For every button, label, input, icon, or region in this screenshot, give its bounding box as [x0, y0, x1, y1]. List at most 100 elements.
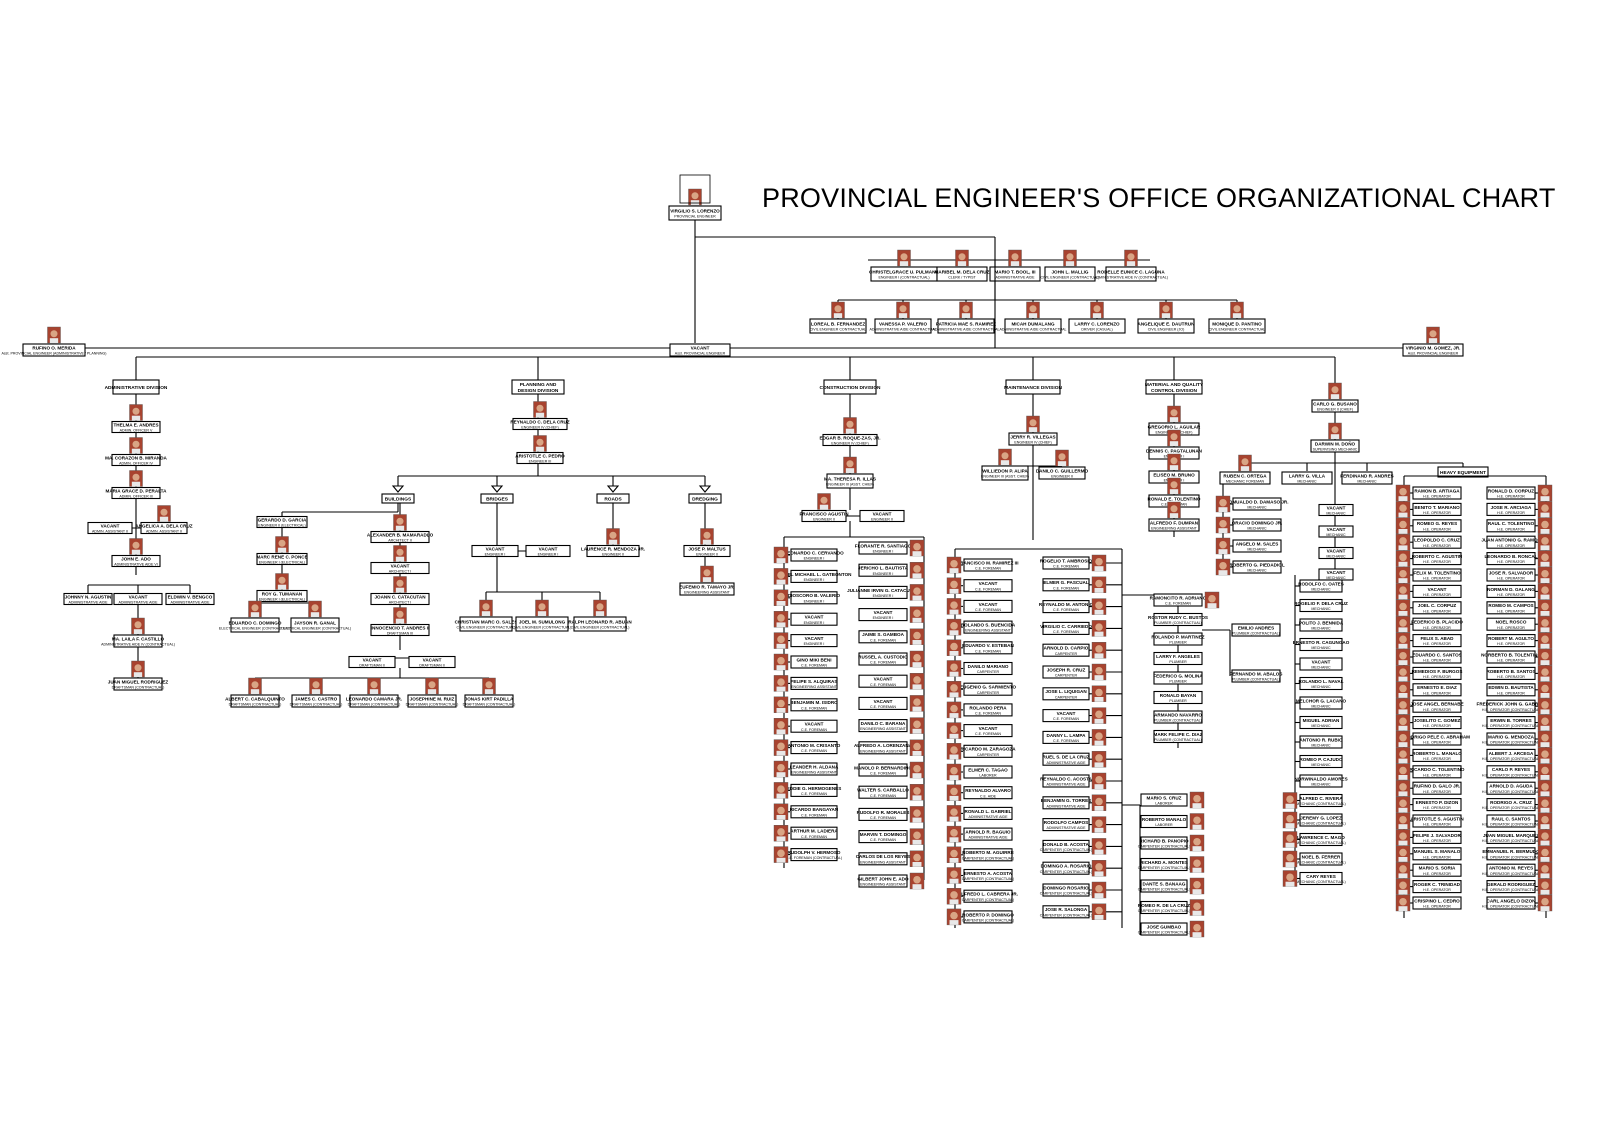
person-name: MA. CORAZON B. MIRANDA [105, 455, 167, 460]
position-box: EUFEMIO R. TAMAYO JR.ENGINEERING ASSISTA… [679, 582, 735, 596]
person-name: DOMINGO ROSARIO [1043, 885, 1089, 890]
person-name: RUFINO D. GALO JR. [1414, 784, 1460, 789]
person-name: CARLO P. REYES [1492, 767, 1530, 772]
person-position: MECHANIC [1311, 724, 1331, 728]
person-photo [606, 528, 620, 545]
person-name: GREGORIO L. AGUILAR [1148, 424, 1201, 429]
person-name: JUAN ANTONIO G. RAMOS [1481, 538, 1540, 543]
person-name: JOEL M. SUMULONG [519, 619, 566, 624]
person-name: RODOLFO C. OATES [1298, 581, 1344, 586]
person-position: ADMIN. OFFICER V [120, 429, 153, 433]
person-name: JULIANNE IRVIN G. CATACUTAN [847, 588, 919, 593]
person-photo [129, 538, 143, 555]
division-label: CONSTRUCTION DIVISION [819, 385, 881, 391]
person-name: MARC RENE C. PONCE [256, 554, 307, 559]
person-name: ALFREDO L. CABRERA JR. [958, 892, 1018, 897]
person-name: ELISEO M. BRUNO [1153, 472, 1195, 477]
person-position: PLUMBER (CONTRACTUAL) [1154, 738, 1202, 742]
person-name: RAMON B. ARTIAGA [1414, 488, 1460, 493]
person-photo [946, 825, 962, 843]
person-position: DRAFTSMAN (CONTRACTUAL) [229, 703, 282, 707]
person-position: MECHANIC [1297, 480, 1317, 484]
person-position: Asst. PROVINCIAL ENGINEER [1408, 352, 1459, 356]
person-position: C.E. FOREMAN [975, 608, 1001, 612]
person-position: C.E. AIDE [980, 794, 997, 798]
person-position: MECHANIC [1326, 555, 1346, 559]
person-name: EUGENIO G. SARMIENTO [960, 685, 1016, 690]
person-photo [1537, 632, 1553, 649]
person-name: JOHN E. ADO [121, 556, 151, 561]
person-position: ARCHITECT I [389, 601, 412, 605]
person-position: C.E. FOREMAN [870, 794, 896, 798]
person-name: FELIPE J. SALVADOR [1413, 833, 1461, 838]
person-photo [308, 600, 322, 618]
person-position: C.E. FOREMAN [801, 749, 827, 753]
person-photo [773, 546, 789, 564]
person-photo [1537, 599, 1553, 616]
person-photo [1395, 812, 1411, 830]
person-name: JOEL C. CORPUZ [1418, 603, 1457, 608]
person-photo [157, 505, 171, 522]
person-photo [1282, 811, 1298, 829]
person-position: ADMIN. ASSISTANT II [92, 530, 128, 534]
person-photo [1537, 534, 1553, 551]
person-name: JOSE P. MALTUS [688, 546, 725, 551]
person-photo [129, 404, 143, 421]
person-name: BENITO T. MARIANO [1414, 505, 1460, 510]
person-photo [1026, 415, 1040, 433]
person-photo [897, 249, 911, 267]
person-photo [909, 562, 925, 579]
person-photo [998, 448, 1012, 466]
person-photo [773, 846, 789, 863]
person-name: RODOLFO CAMPOS [1044, 820, 1088, 825]
person-name: ANGELICA A. DELA CRUZ [135, 523, 192, 528]
person-name: VACANT [874, 699, 893, 704]
person-position: C.E. FOREMAN [975, 712, 1001, 716]
person-name: RAMONCITO R. ADRIANO [1150, 595, 1207, 600]
division-header: ADMINISTRATIVE DIVISION [105, 379, 168, 395]
person-name: ANTONIO M. CRISANTO [788, 743, 841, 748]
person-name: LAURENCE R. MENDOZA JR. [581, 546, 645, 551]
person-position: H.E. OPERATOR [1497, 593, 1525, 597]
person-position: C.E. FOREMAN [975, 567, 1001, 571]
person-position: C.E. FOREMAN [1053, 565, 1079, 569]
arrow-down-icon [606, 485, 620, 493]
person-position: ARCHITECT II [388, 539, 412, 543]
person-name: ARNOLD D. CARPIO [1044, 646, 1089, 651]
person-position: H.E. OPERATOR [1423, 855, 1451, 859]
person-name: JUAN MIGUEL RODRIGUEZ [108, 679, 169, 684]
person-photo [831, 301, 845, 319]
person-position: ELECTRICAL ENGINEER (CONTRACTUAL) [279, 627, 351, 631]
person-photo [479, 599, 493, 617]
person-photo [909, 784, 925, 801]
person-photo [593, 599, 607, 617]
person-position: CIVIL ENGINEER CONTRACTUAL [1209, 328, 1266, 332]
person-photo [955, 249, 969, 267]
person-position: H.E. OPERATOR [1423, 757, 1451, 761]
person-position: ADMINISTRATIVE AIDE [1046, 804, 1086, 808]
